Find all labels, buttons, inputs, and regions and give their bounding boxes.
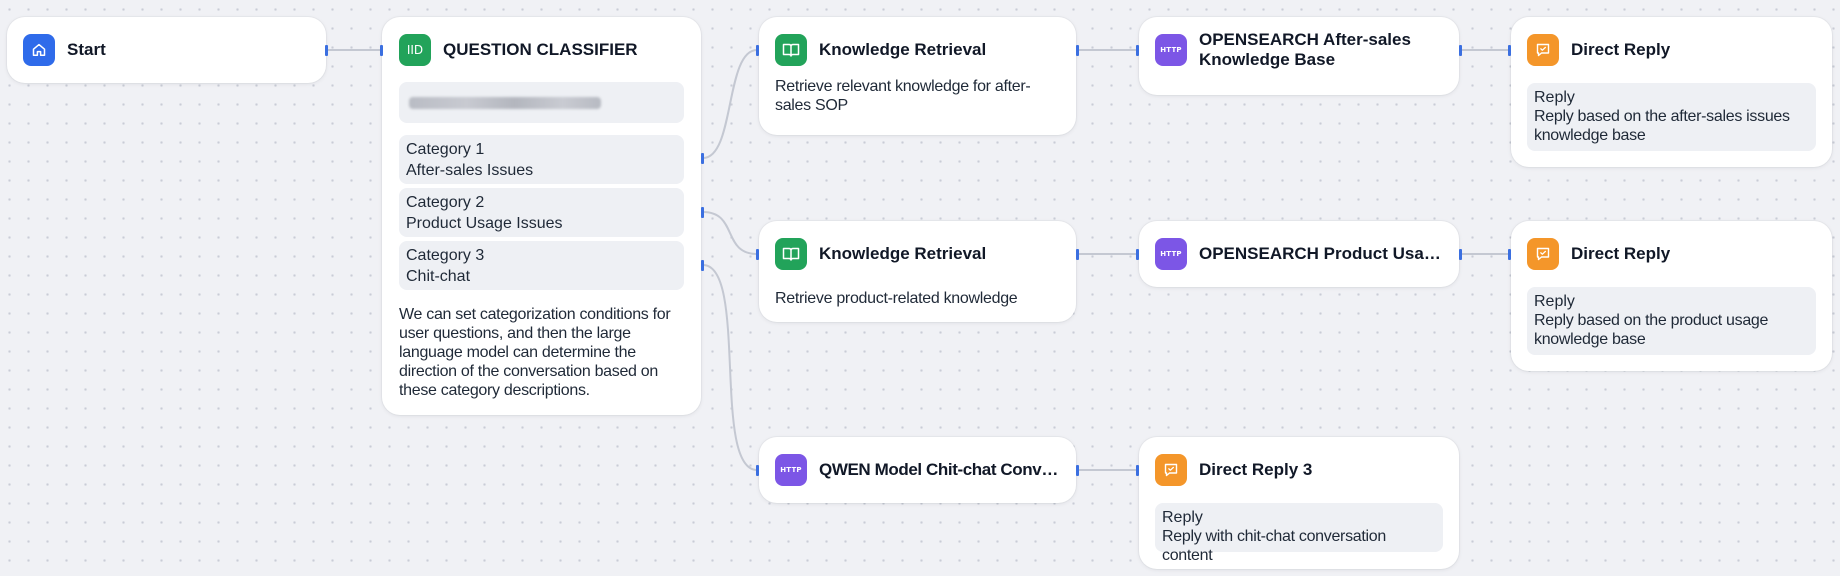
input-handle[interactable] [756,45,759,56]
qwen-chit-chat-node[interactable]: HTTP QWEN Model Chit-chat Conversation [759,437,1076,503]
chat-icon [1155,454,1187,486]
node-title: Direct Reply [1571,244,1671,263]
reply-box: Reply Reply based on the after-sales iss… [1527,83,1816,151]
output-handle[interactable] [701,207,704,218]
model-selector[interactable] [399,82,684,123]
reply-text: Reply with chit-chat conversation conten… [1162,528,1386,564]
chat-icon [1527,238,1559,270]
input-handle[interactable] [1136,465,1139,476]
direct-reply-node[interactable]: Direct Reply Reply Reply based on the af… [1511,17,1832,167]
question-classifier-node[interactable]: IID QUESTION CLASSIFIER Category 1 After… [382,17,701,415]
category-item[interactable]: Category 3 Chit-chat [399,241,684,290]
input-handle[interactable] [1136,45,1139,56]
node-description: Retrieve product-related knowledge [775,290,1018,307]
input-handle[interactable] [1136,249,1139,260]
output-handle[interactable] [1076,45,1079,56]
book-icon [775,34,807,66]
edge-classifier-qwen [702,264,758,471]
knowledge-retrieval-node[interactable]: Knowledge Retrieval Retrieve relevant kn… [759,17,1076,135]
input-handle[interactable] [380,45,383,56]
output-handle[interactable] [1076,465,1079,476]
direct-reply-3-node[interactable]: Direct Reply 3 Reply Reply with chit-cha… [1139,437,1459,569]
http-icon: HTTP [1155,34,1187,66]
category-value: Product Usage Issues [406,215,563,232]
reply-label: Reply [1534,89,1575,106]
output-handle[interactable] [701,153,704,164]
category-item[interactable]: Category 1 After-sales Issues [399,135,684,184]
node-title: Direct Reply 3 [1199,460,1313,479]
category-value: After-sales Issues [406,162,534,179]
start-node[interactable]: Start [7,17,326,83]
classifier-icon: IID [399,34,431,66]
input-handle[interactable] [1508,45,1511,56]
category-item[interactable]: Category 2 Product Usage Issues [399,188,684,237]
direct-reply-node[interactable]: Direct Reply Reply Reply based on the pr… [1511,221,1832,371]
node-title: Direct Reply [1571,40,1671,59]
category-label: Category 3 [406,247,485,264]
input-handle[interactable] [756,249,759,260]
output-handle[interactable] [325,45,328,56]
book-icon [775,238,807,270]
reply-box: Reply Reply with chit-chat conversation … [1155,503,1443,564]
node-title: QUESTION CLASSIFIER [443,40,638,59]
node-title: OPENSEARCH Product Usage Knowledge Base [1199,244,1443,263]
output-handle[interactable] [1076,249,1079,260]
home-icon [23,34,55,66]
node-description: Retrieve relevant knowledge for after-sa… [775,78,1031,114]
edge-classifier-kr1 [702,49,758,159]
input-handle[interactable] [1508,249,1511,260]
opensearch-product-usage-node[interactable]: HTTP OPENSEARCH Product Usage Knowledge … [1139,221,1459,287]
input-handle[interactable] [756,465,759,476]
reply-text: Reply based on the after-sales issues kn… [1534,108,1790,144]
node-title: Start [67,40,106,59]
output-handle[interactable] [1459,249,1462,260]
reply-text: Reply based on the product usage knowled… [1534,312,1769,348]
edge-classifier-kr2 [702,211,758,255]
blurred-model-name [409,97,601,109]
node-title: Knowledge Retrieval [819,40,987,59]
output-handle[interactable] [701,260,704,271]
reply-box: Reply Reply based on the product usage k… [1527,287,1816,355]
reply-label: Reply [1162,509,1203,526]
node-title: QWEN Model Chit-chat Conversation [819,460,1060,479]
knowledge-retrieval-node[interactable]: Knowledge Retrieval Retrieve product-rel… [759,221,1076,322]
classifier-description: We can set categorization conditions for… [399,306,671,399]
category-label: Category 1 [406,141,485,158]
category-label: Category 2 [406,194,485,211]
http-icon: HTTP [775,454,807,486]
node-title: Knowledge Retrieval [819,244,987,263]
opensearch-after-sales-node[interactable]: HTTP OPENSEARCH After-sales Knowledge Ba… [1139,17,1459,95]
http-icon: HTTP [1155,238,1187,270]
node-title: OPENSEARCH After-sales Knowledge Base [1199,30,1411,69]
chat-icon [1527,34,1559,66]
category-value: Chit-chat [406,268,471,285]
output-handle[interactable] [1459,45,1462,56]
reply-label: Reply [1534,293,1575,310]
